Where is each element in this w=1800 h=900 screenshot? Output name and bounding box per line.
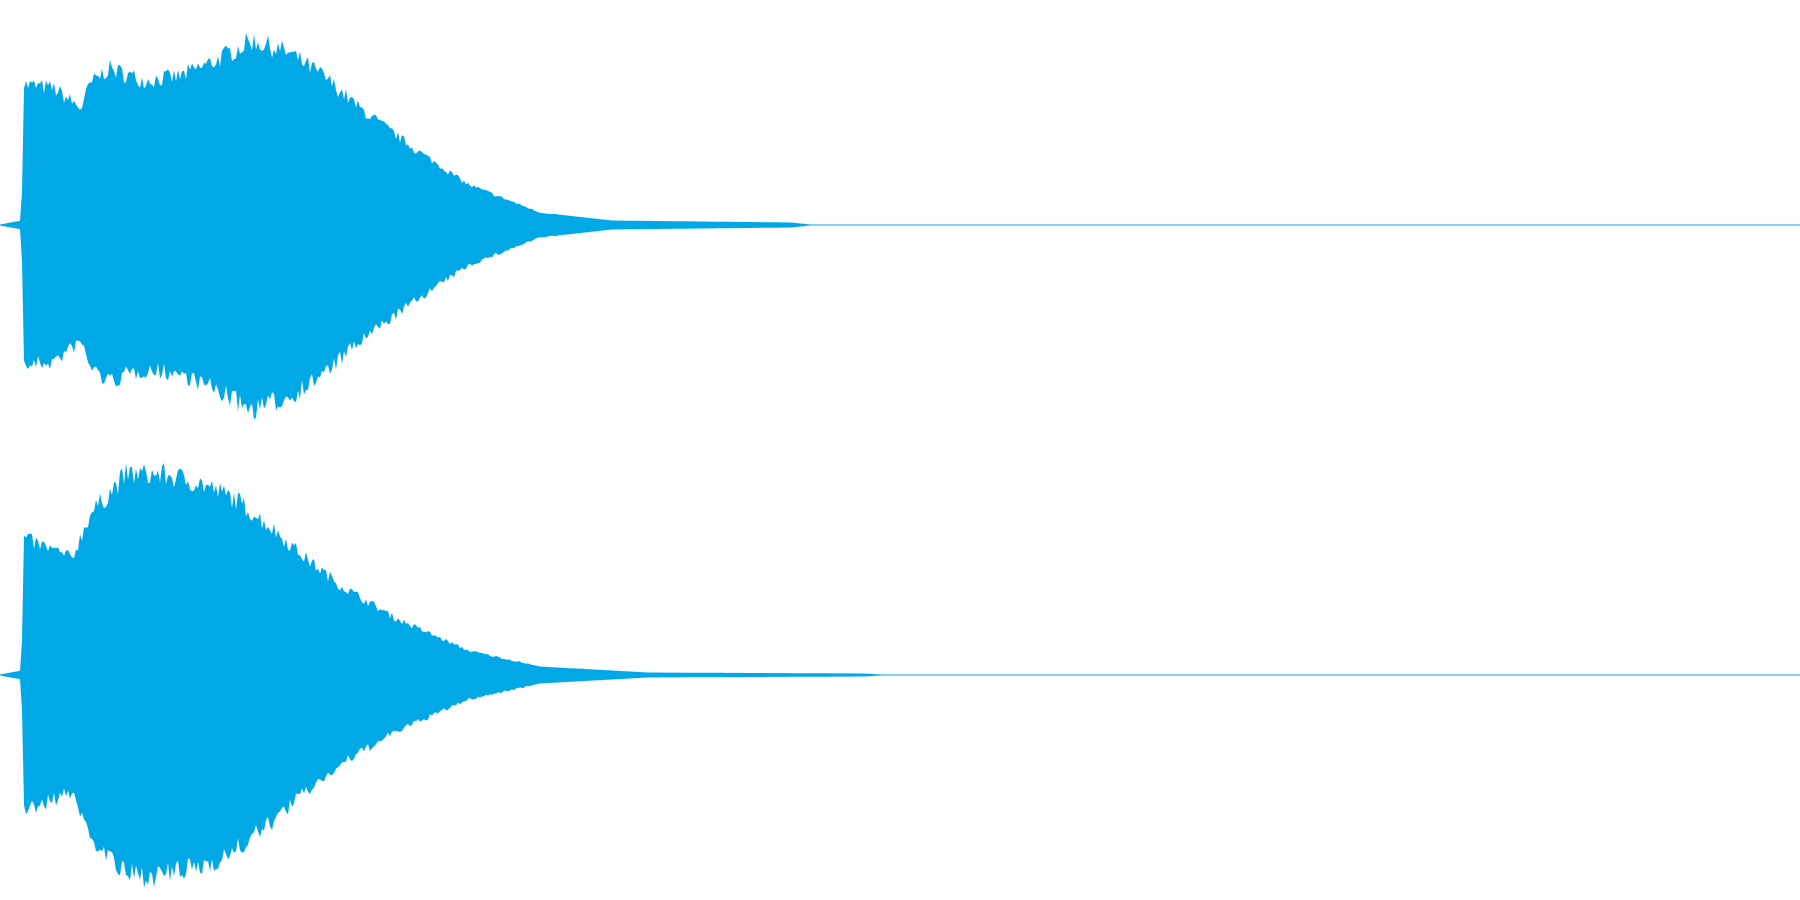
- channel-2-waveform: [0, 462, 1800, 888]
- channel-2-track[interactable]: [0, 462, 1800, 888]
- channel-1-waveform: [0, 33, 1800, 420]
- channel-1-track[interactable]: [0, 33, 1800, 420]
